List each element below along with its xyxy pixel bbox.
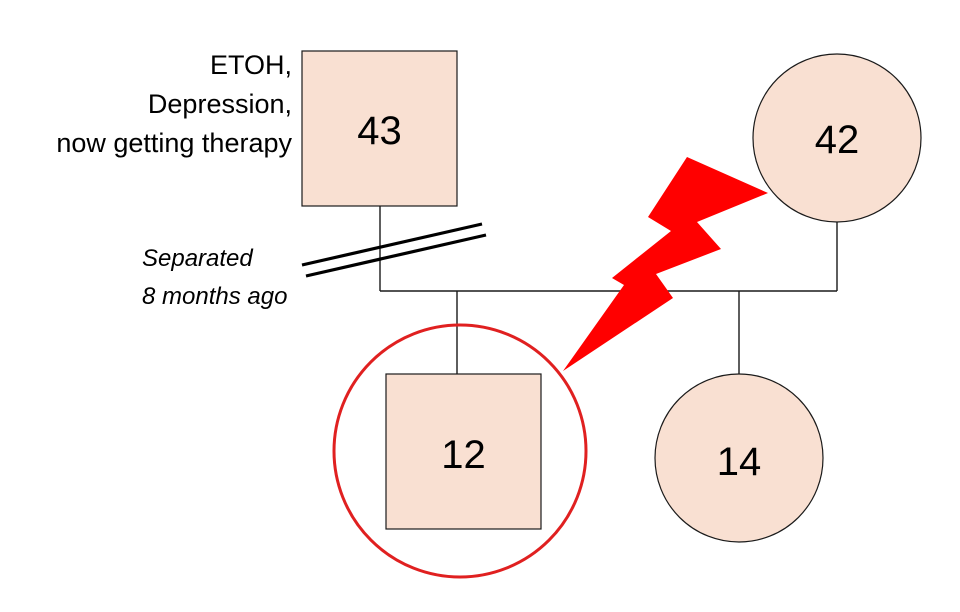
father-note-line-3: now getting therapy — [56, 128, 292, 158]
son-age: 12 — [441, 433, 486, 477]
son-node: 12 — [385, 373, 542, 530]
focus-circle — [332, 323, 588, 579]
separation-label-line-2: 8 months ago — [142, 283, 287, 310]
daughter-age: 14 — [717, 440, 762, 484]
father-node: 43 — [301, 50, 458, 207]
mother-age: 42 — [815, 118, 860, 162]
father-square — [301, 50, 458, 207]
son-square — [385, 373, 542, 530]
relationship-lines — [379, 206, 838, 375]
lightning-bolt-icon — [563, 157, 768, 371]
separation-label-line-1: Separated — [142, 245, 253, 272]
separation-marks — [301, 222, 487, 278]
separation-slash-2 — [305, 233, 487, 278]
mother-node: 42 — [752, 53, 922, 223]
father-note-line-1: ETOH, — [210, 50, 292, 80]
father-note-line-2: Depression, — [148, 89, 292, 119]
daughter-circle — [654, 373, 824, 543]
separation-label: Separated 8 months ago — [142, 245, 287, 310]
father-notes: ETOH, Depression, now getting therapy — [56, 50, 292, 158]
separation-slash-1 — [301, 222, 483, 267]
mother-circle — [752, 53, 922, 223]
daughter-node: 14 — [654, 373, 824, 543]
father-age: 43 — [357, 109, 402, 153]
